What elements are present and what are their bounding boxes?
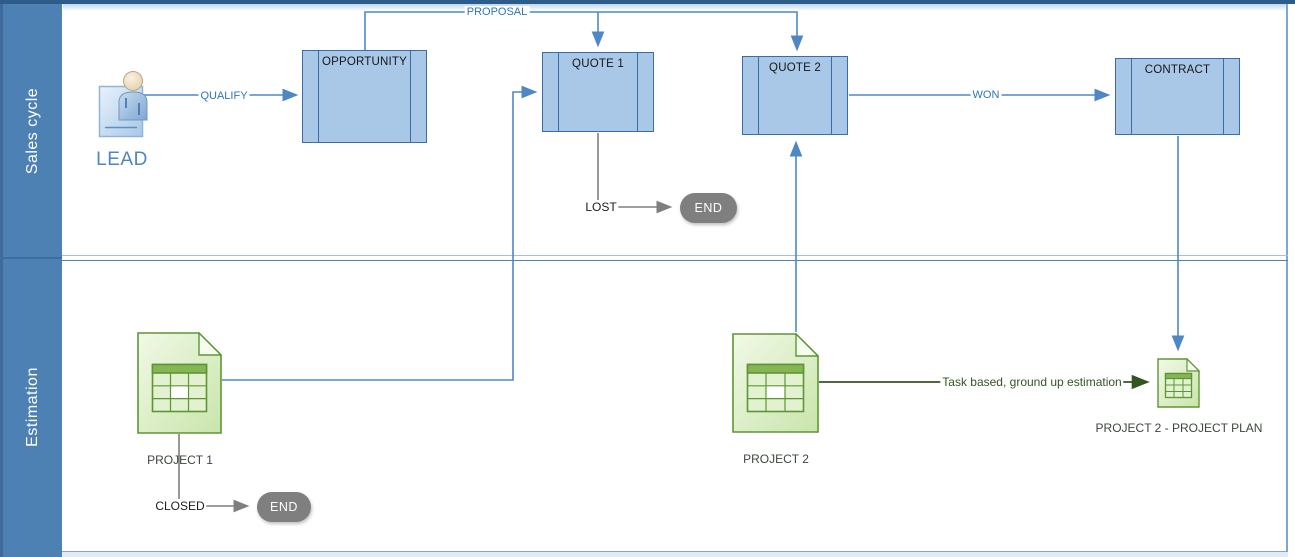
edge-project1-to-quote1[interactable]	[222, 85, 538, 381]
lane-header-band	[0, 4, 62, 557]
lead-person-icon[interactable]	[97, 70, 151, 140]
node-project-2-label: PROJECT 2	[743, 452, 809, 466]
node-contract[interactable]: CONTRACT	[1115, 58, 1240, 135]
node-quote-1[interactable]: QUOTE 1	[542, 52, 654, 132]
lane-label-estimation: Estimation	[24, 367, 41, 447]
edge-proposal[interactable]	[364, 11, 804, 52]
node-opportunity-label: OPPORTUNITY	[321, 56, 408, 68]
lane-divider-line-bottom	[62, 260, 1288, 261]
project-2-spreadsheet-doc-icon[interactable]	[732, 332, 820, 433]
lane-label-sales-cycle: Sales cycle	[24, 87, 41, 175]
node-quote-1-label: QUOTE 1	[572, 58, 624, 70]
top-gradient	[63, 4, 1288, 11]
node-project-plan-label: PROJECT 2 - PROJECT PLAN	[1095, 421, 1263, 435]
edge-label-qualify: QUALIFY	[198, 90, 250, 102]
end-terminator-closed[interactable]: END	[257, 492, 311, 522]
project-plan-spreadsheet-doc-icon[interactable]	[1157, 357, 1201, 408]
node-opportunity[interactable]: OPPORTUNITY	[302, 50, 427, 143]
right-frame-border	[1286, 4, 1288, 552]
node-lead-label: LEAD	[96, 149, 148, 170]
edge-label-task-estimation: Task based, ground up estimation	[940, 375, 1124, 389]
edge-label-closed: CLOSED	[153, 499, 207, 513]
next-lane-sliver	[62, 552, 1288, 557]
edge-label-won: WON	[970, 89, 1002, 101]
project-1-spreadsheet-doc-icon[interactable]	[137, 331, 223, 434]
end-terminator-lost-label: END	[694, 201, 723, 215]
edge-closed[interactable]	[178, 434, 250, 513]
edge-lost[interactable]	[597, 133, 673, 214]
node-quote-2-label: QUOTE 2	[769, 62, 821, 74]
node-quote-2[interactable]: QUOTE 2	[742, 56, 848, 135]
top-border-strip	[0, 0, 1295, 4]
edge-label-lost: LOST	[583, 200, 619, 214]
node-contract-label: CONTRACT	[1144, 64, 1211, 76]
bottom-frame-border	[62, 551, 1288, 552]
end-terminator-closed-label: END	[270, 500, 298, 514]
lane-divider-line-top	[62, 255, 1288, 256]
end-terminator-lost[interactable]: END	[680, 193, 737, 223]
edge-label-proposal: PROPOSAL	[464, 6, 530, 18]
lane-band-divider	[0, 257, 62, 259]
node-project-1-label: PROJECT 1	[147, 453, 213, 467]
